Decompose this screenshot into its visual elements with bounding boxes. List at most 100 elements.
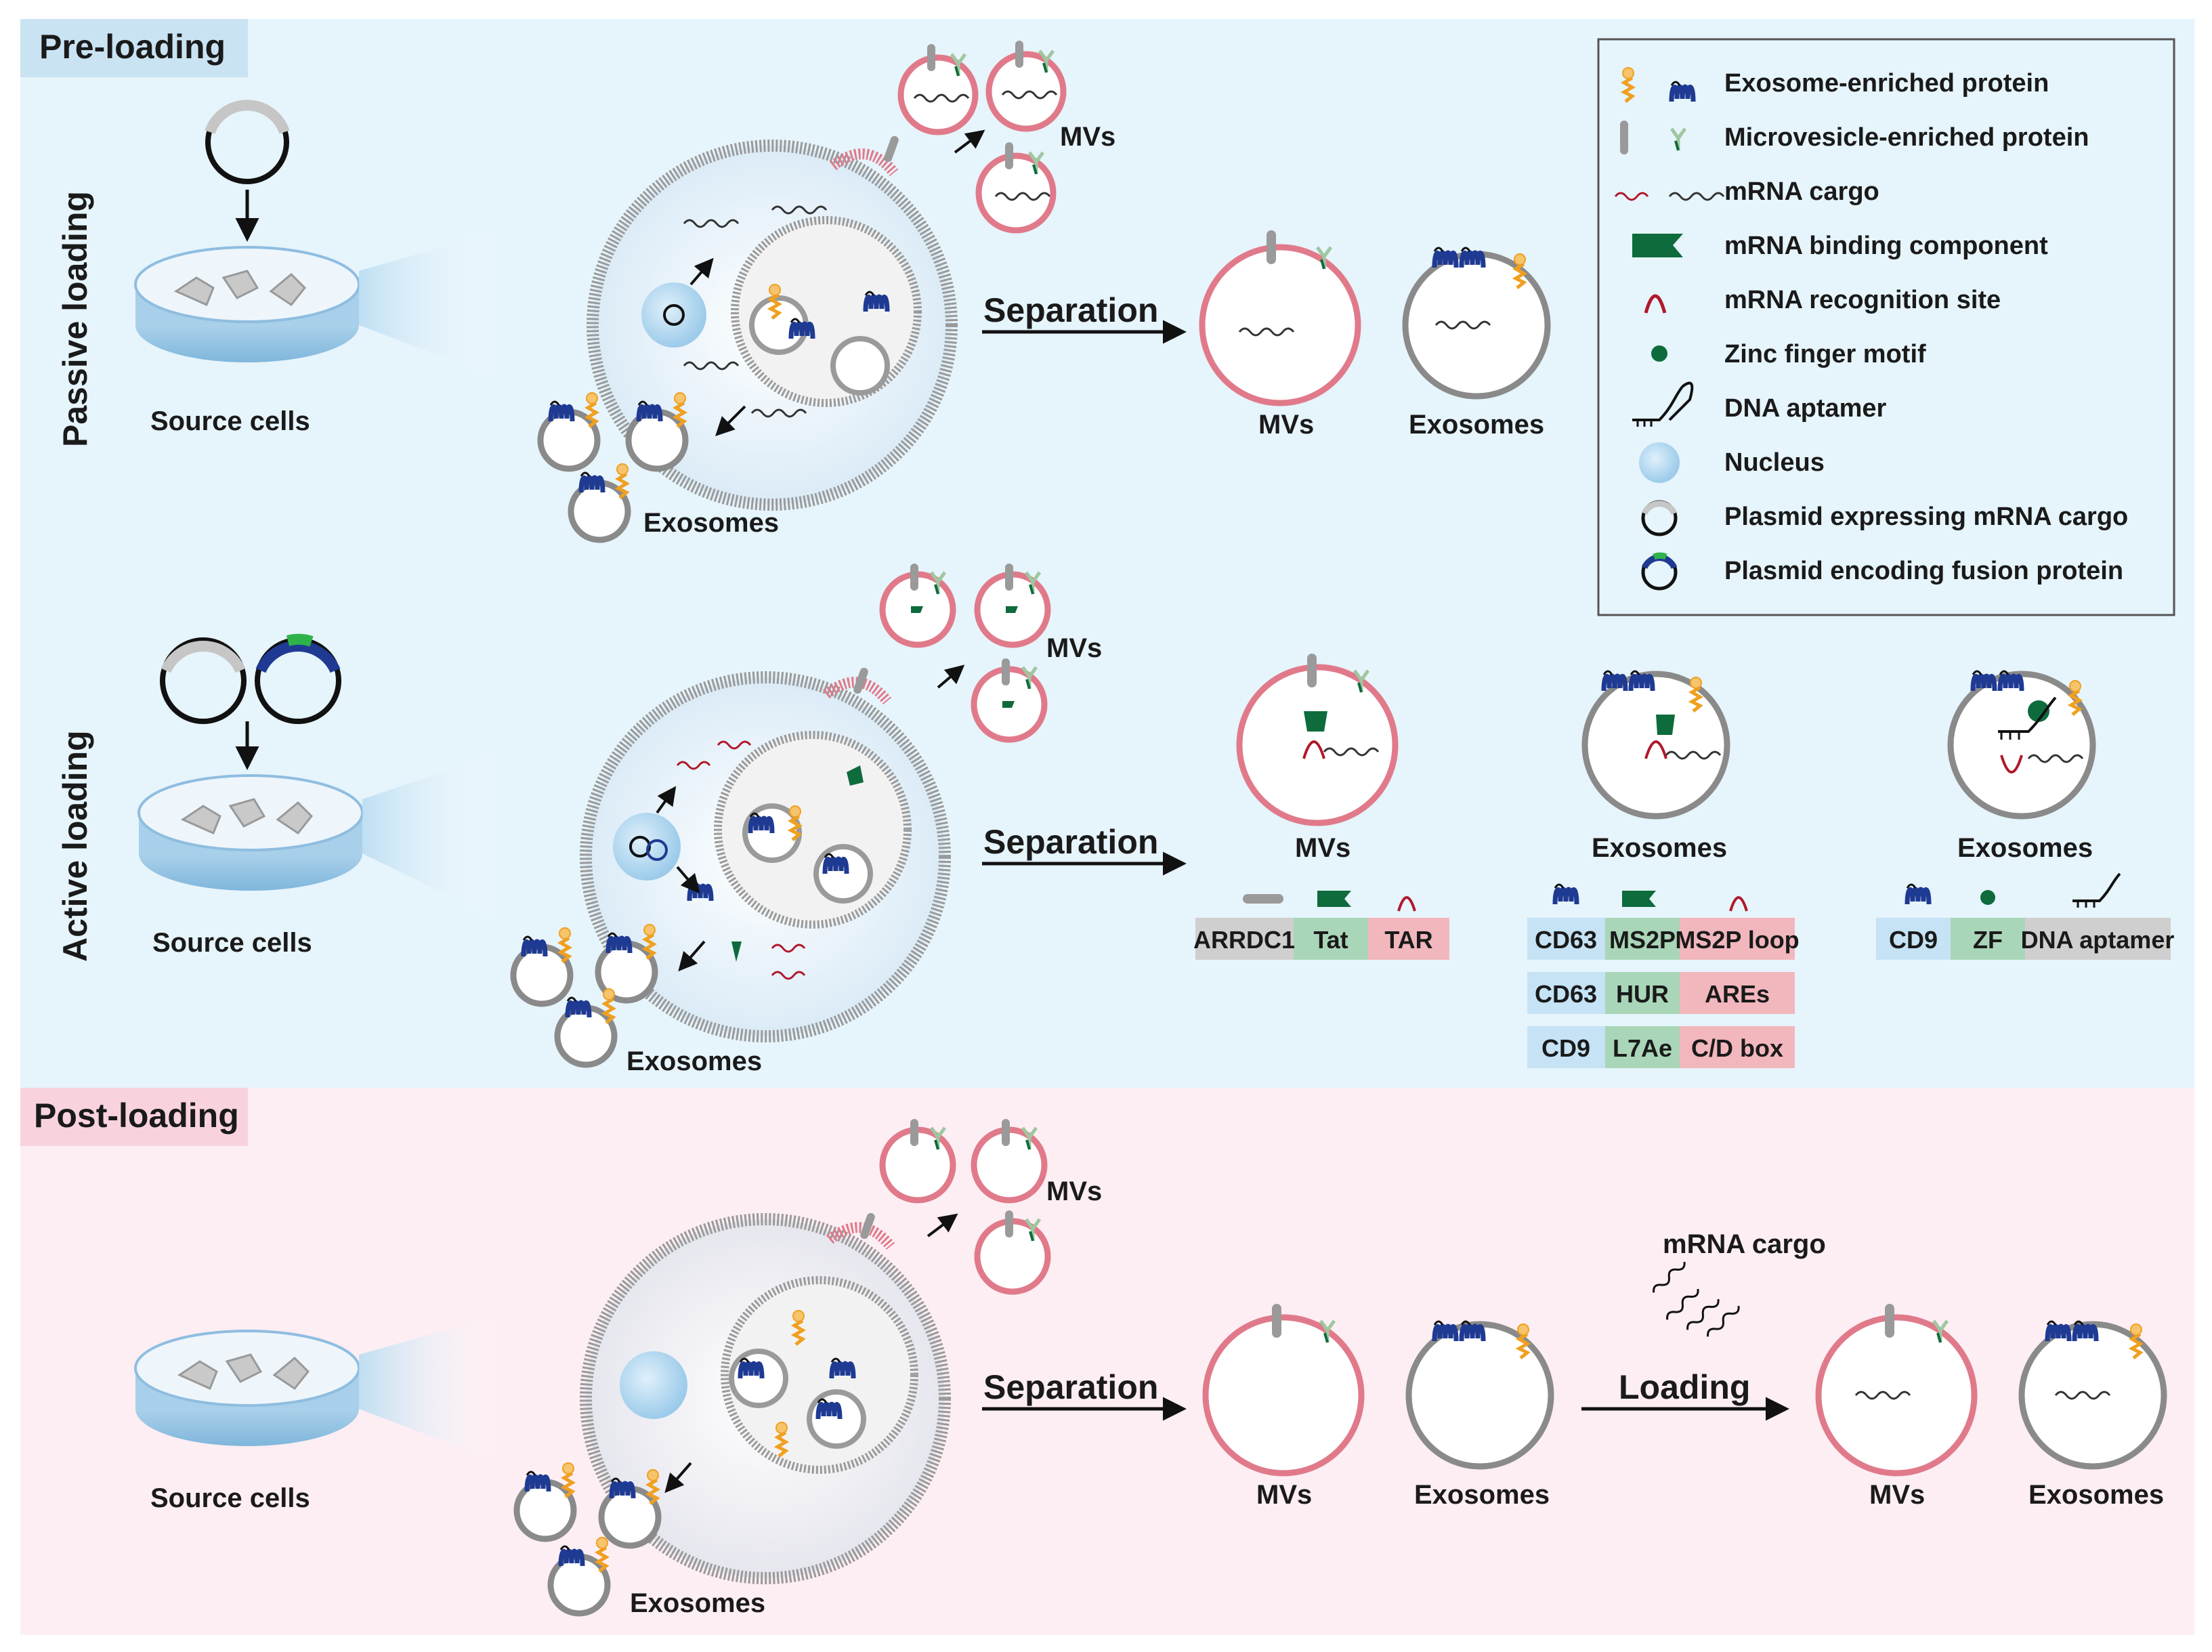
- loaded-mv: [1815, 1314, 1978, 1477]
- table-cell: TAR: [1384, 926, 1432, 954]
- active-exosome-product-1: Exosomes: [1581, 671, 1730, 863]
- mvs-product-label: MVs: [1258, 410, 1314, 440]
- multivesicular-body: [721, 1276, 918, 1474]
- exosomes-label: Exosomes: [643, 508, 779, 538]
- post-loading-step: mRNA cargo Loading MVs Exosomes: [1581, 1229, 2167, 1510]
- table-cell: CD63: [1535, 926, 1597, 954]
- microvesicle: [985, 51, 1067, 132]
- mvs-product-label: MVs: [1869, 1480, 1925, 1510]
- exosomes-product-label: Exosomes: [1957, 833, 2093, 863]
- legend-item-9: Plasmid expressing mRNA cargo: [1724, 503, 2128, 531]
- active-exosome-product-2: Exosomes: [1947, 671, 2096, 863]
- zoom-beam: [362, 752, 501, 921]
- table-cell: CD9: [1889, 926, 1938, 954]
- exosomes-product-label: Exosomes: [1409, 410, 1544, 440]
- table-cell: DNA aptamer: [2021, 926, 2175, 954]
- recognition-site-icon: [1644, 294, 1667, 314]
- active-loading-label: Active loading: [56, 730, 94, 962]
- legend-item-4: mRNA binding component: [1724, 232, 2048, 260]
- table-cell: AREs: [1705, 980, 1770, 1008]
- passive-released-mvs: MVs: [897, 41, 1115, 234]
- legend-item-8: Nucleus: [1724, 448, 1825, 477]
- table-cell: HUR: [1616, 980, 1669, 1008]
- source-cells-label: Source cells: [150, 406, 310, 436]
- post-separation: Separation MVs Exosomes: [982, 1304, 1554, 1510]
- mv-product: [1202, 1314, 1365, 1477]
- mrna-cargo-icon: [1653, 1261, 1740, 1337]
- legend: Exosome-enriched protein Microvesicle-en…: [1597, 38, 2175, 616]
- source-cells-label: Source cells: [152, 928, 312, 958]
- post-source: Source cells: [134, 1314, 501, 1513]
- plasmid-cargo-icon: [1641, 500, 1678, 536]
- dna-aptamer-icon: [1632, 381, 1694, 427]
- culture-dish-icon: [134, 1330, 360, 1446]
- active-separation: Separation: [982, 823, 1187, 876]
- plasmid-cargo-icon: [160, 637, 247, 724]
- plasmid-fusion-icon: [1641, 552, 1678, 591]
- active-mv-product: MVs: [1236, 654, 1399, 863]
- mrna-cargo-label: mRNA cargo: [1663, 1229, 1826, 1259]
- nucleus-icon: [620, 1351, 687, 1419]
- active-source: Source cells: [137, 633, 501, 958]
- exosomes-label: Exosomes: [630, 1588, 765, 1618]
- zoom-beam: [359, 1314, 501, 1463]
- active-released-mvs: MVs: [879, 564, 1102, 743]
- pre-loading-header-bg: [20, 19, 248, 77]
- zoom-beam: [359, 230, 501, 379]
- loading-label: Loading: [1619, 1368, 1750, 1406]
- nucleus-icon: [1639, 442, 1680, 483]
- legend-item-6: Zinc finger motif: [1724, 340, 1926, 368]
- post-loading-title: Post-loading: [34, 1097, 239, 1135]
- table-cell: L7Ae: [1613, 1034, 1672, 1062]
- mvs-label: MVs: [1046, 633, 1102, 663]
- active-cell: [580, 664, 965, 1042]
- post-released-mvs: MVs: [879, 1119, 1102, 1295]
- exosome-product: [1405, 1321, 1554, 1470]
- culture-dish-icon: [137, 774, 364, 891]
- microvesicle: [897, 54, 979, 135]
- active-released-exosomes: Exosomes: [510, 925, 762, 1076]
- nucleus-icon: [641, 282, 706, 347]
- loaded-exosome: [2018, 1321, 2167, 1470]
- table-cell: ARRDC1: [1193, 926, 1295, 954]
- passive-separation: Separation MVs Exosomes: [982, 230, 1551, 440]
- table-cell: MS2P: [1609, 926, 1676, 954]
- legend-item-2: Microvesicle-enriched protein: [1724, 123, 2089, 152]
- mvs-components-table: ARRDC1 Tat TAR: [1193, 891, 1449, 960]
- exosomes-components-table-2: CD9 ZF DNA aptamer: [1876, 872, 2175, 960]
- exosomes-label: Exosomes: [626, 1046, 762, 1076]
- microvesicle: [975, 152, 1057, 234]
- mvs-product-label: MVs: [1256, 1480, 1312, 1510]
- mvs-label: MVs: [1060, 122, 1115, 152]
- legend-item-7: DNA aptamer: [1724, 394, 1887, 423]
- exosomes-product-label: Exosomes: [2028, 1480, 2164, 1510]
- exosomes-product-label: Exosomes: [1592, 833, 1727, 863]
- legend-item-1: Exosome-enriched protein: [1724, 69, 2049, 98]
- table-cell: CD9: [1541, 1034, 1590, 1062]
- mvs-product-label: MVs: [1295, 833, 1350, 863]
- microvesicle-protein-icon: [1620, 121, 1685, 154]
- passive-released-exosomes: Exosomes: [537, 393, 779, 543]
- pre-loading-title: Pre-loading: [39, 28, 226, 66]
- exosome-product: [1402, 251, 1551, 400]
- passive-loading-label: Passive loading: [56, 191, 94, 447]
- binding-component-icon: [1632, 234, 1683, 257]
- separation-label: Separation: [983, 823, 1158, 861]
- exosomes-product-label: Exosomes: [1414, 1480, 1550, 1510]
- exosomes-components-table-1: CD63 MS2P MS2P loop CD63 HUR AREs CD9 L7…: [1527, 885, 1800, 1068]
- table-cell: C/D box: [1691, 1034, 1783, 1062]
- zinc-finger-icon: [1651, 345, 1667, 362]
- post-released-exosomes: Exosomes: [513, 1463, 765, 1618]
- culture-dish-icon: [134, 246, 360, 362]
- post-cell: [580, 1212, 958, 1584]
- separation-label: Separation: [983, 291, 1158, 329]
- post-loading-header-bg: [20, 1088, 248, 1146]
- table-cell: ZF: [1973, 926, 2003, 954]
- legend-item-3: mRNA cargo: [1724, 177, 1879, 206]
- legend-item-5: mRNA recognition site: [1724, 286, 2001, 314]
- mvs-label: MVs: [1046, 1177, 1102, 1206]
- table-cell: CD63: [1535, 980, 1597, 1008]
- legend-item-10: Plasmid encoding fusion protein: [1724, 557, 2123, 585]
- table-cell: Tat: [1313, 926, 1348, 954]
